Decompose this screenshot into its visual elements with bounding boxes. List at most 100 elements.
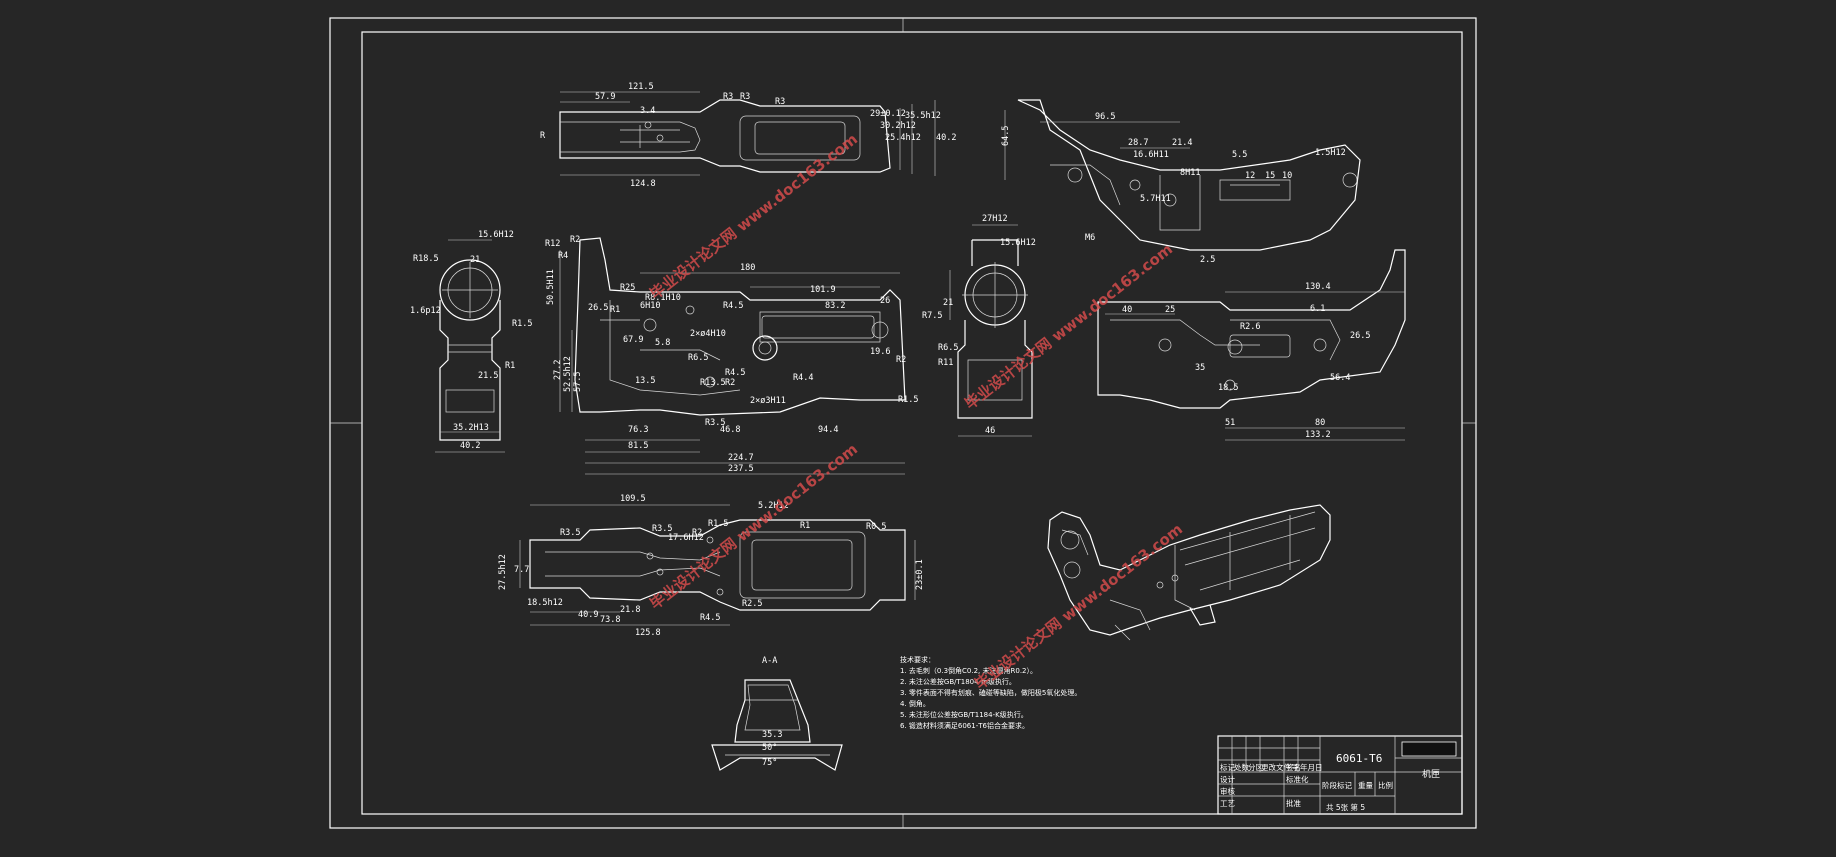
dim-text: R6.5 xyxy=(688,353,708,363)
dim-text: R6.5 xyxy=(938,343,958,353)
dim-text: 28.7 xyxy=(1128,138,1148,148)
notes-heading: 技术要求： xyxy=(900,655,935,664)
dim-text: 130.4 xyxy=(1305,282,1331,292)
section-view-top-right: 96.5 64.5 28.7 21.4 16.6H11 5.5 1.5H12 8… xyxy=(1001,99,1361,265)
dim-text: R18.5 xyxy=(413,254,439,264)
dim-text: 15.6H12 xyxy=(1000,238,1036,248)
dim-text: 23±0.1 xyxy=(915,559,925,590)
dim-text: 73.8 xyxy=(600,615,620,625)
dim-text: M6 xyxy=(1085,233,1095,243)
dim-text: 57.5 xyxy=(573,372,583,392)
tb-header: 分区 xyxy=(1248,763,1264,772)
dim-text: R25 xyxy=(620,283,635,293)
tb-standardization: 标准化 xyxy=(1286,774,1309,784)
tb-header: 签名 xyxy=(1286,762,1301,772)
title-block: 标记 处数 分区 更改文件号 签名 年月日 设计 标准化 审核 工艺 批准 60… xyxy=(1217,735,1463,815)
dim-text: R12 xyxy=(545,239,560,249)
dim-text: 2×ø3H11 xyxy=(750,396,786,406)
dim-text: R8.1H10 xyxy=(645,293,681,303)
dim-text: R2.6 xyxy=(1240,322,1260,332)
dim-text: R4.4 xyxy=(793,373,813,383)
watermark-text: 毕业设计论文网 www.doc163.com xyxy=(646,130,861,303)
dim-text: 35.2H13 xyxy=(453,423,489,433)
dim-text: 40 xyxy=(1122,305,1132,315)
dim-text: R3 xyxy=(775,97,785,107)
note-item: 6. 锻造材料须满足6061-T6铝合金要求。 xyxy=(900,721,1029,730)
dim-text: R13.5 xyxy=(700,378,726,388)
dim-text: 64.5 xyxy=(1001,126,1011,146)
dim-text: R1 xyxy=(800,521,810,531)
dim-text: 35 xyxy=(1195,363,1205,373)
section-aa: A-A 35.3 50° 75° xyxy=(711,656,843,771)
note-item: 3. 零件表面不得有划痕、磕碰等缺陷，做阳极5氧化处理。 xyxy=(900,688,1081,697)
watermark-text: 毕业设计论文网 www.doc163.com xyxy=(961,240,1176,413)
main-view: R12 R2 R4 R25 26.5 R1 6H10 R8.1H10 180 1… xyxy=(545,235,958,475)
dim-text: 18.5h12 xyxy=(527,598,563,608)
dim-text: 50.5H11 xyxy=(546,269,556,305)
dim-text: 2.5 xyxy=(1200,255,1215,265)
dim-text: 5.2H12 xyxy=(758,501,789,511)
right-view: 130.4 40 25 R2.6 6.1 26.5 35 18.5 56.4 5… xyxy=(1097,249,1406,441)
technical-notes: 技术要求： 1. 去毛刺（0.3倒角C0.2, 未注圆角R0.2）。 2. 未注… xyxy=(900,655,1081,730)
side-view-left: 15.6H12 R18.5 21 1.6p12 R1.5 R1 21.5 35.… xyxy=(410,230,532,453)
dim-text: R2 xyxy=(725,378,735,388)
dim-text: R2 xyxy=(896,355,906,365)
dim-text: 26.5 xyxy=(588,303,608,313)
dim-text: 50° xyxy=(762,743,777,753)
dim-text: 237.5 xyxy=(728,464,754,474)
dim-text: 5.5 xyxy=(1232,150,1247,160)
dim-text: 25 xyxy=(1165,305,1175,315)
dim-text: 40.2 xyxy=(936,133,956,143)
dim-text: R2 xyxy=(570,235,580,245)
section-label: A-A xyxy=(762,656,777,666)
note-item: 2. 未注公差按GB/T1804-m级执行。 xyxy=(900,677,1016,686)
tb-header: 处数 xyxy=(1234,762,1250,772)
dim-text: 101.9 xyxy=(810,285,836,295)
tb-design: 设计 xyxy=(1220,774,1236,784)
dim-text: R2 xyxy=(692,528,702,538)
dim-text: 15 xyxy=(1265,171,1275,181)
dim-text: 51 xyxy=(1225,418,1235,428)
top-view: 121.5 57.9 R3 R3 R3 124.8 29±0.12 30.2h1… xyxy=(540,82,956,189)
tb-material: 6061-T6 xyxy=(1336,752,1382,765)
dim-text: 224.7 xyxy=(728,453,754,463)
dim-text: 27H12 xyxy=(982,214,1008,224)
side-view-right: 27H12 15.6H12 46 21 xyxy=(943,214,1036,437)
tb-approve: 批准 xyxy=(1286,798,1302,808)
dim-text: 6H10 xyxy=(640,301,660,311)
dim-text: 109.5 xyxy=(620,494,646,504)
dim-text: R xyxy=(540,131,546,141)
dim-text: 25.4h12 xyxy=(885,133,921,143)
dim-text: 19.6 xyxy=(870,347,890,357)
tb-header: 年月日 xyxy=(1300,762,1323,772)
dim-text: 46 xyxy=(985,426,995,436)
dim-text: 26 xyxy=(880,296,890,306)
dim-text: R3 xyxy=(723,92,733,102)
dim-text: 16.6H11 xyxy=(1133,150,1169,160)
dim-text: 96.5 xyxy=(1095,112,1115,122)
dim-text: 15.6H12 xyxy=(478,230,514,240)
dim-text: R3 xyxy=(740,92,750,102)
dim-text: 35.5h12 xyxy=(905,111,941,121)
title-black-box xyxy=(1401,741,1457,757)
dim-text: 13.5 xyxy=(635,376,655,386)
watermarks: 毕业设计论文网 www.doc163.com 毕业设计论文网 www.doc16… xyxy=(646,130,1186,693)
dim-text: R2.5 xyxy=(742,599,762,609)
center-marks xyxy=(330,18,1476,828)
dim-text: R1.5 xyxy=(512,319,532,329)
tb-weight: 重量 xyxy=(1358,781,1374,790)
tb-process: 工艺 xyxy=(1220,799,1235,808)
dim-text: R7.5 xyxy=(922,311,942,321)
dim-text: 35.3 xyxy=(762,730,782,740)
dim-text: 27.2 xyxy=(553,360,563,380)
dim-text: 3.4 xyxy=(640,106,655,116)
dim-text: 57.9 xyxy=(595,92,615,102)
dim-text: R1 xyxy=(610,305,620,315)
dim-text: R11 xyxy=(938,358,953,368)
dim-text: 10 xyxy=(1282,171,1292,181)
dim-text: R3.5 xyxy=(705,418,725,428)
tb-header: 标记 xyxy=(1220,762,1236,772)
tb-stage: 阶段标记 xyxy=(1322,780,1352,790)
dim-text: 21 xyxy=(943,298,953,308)
